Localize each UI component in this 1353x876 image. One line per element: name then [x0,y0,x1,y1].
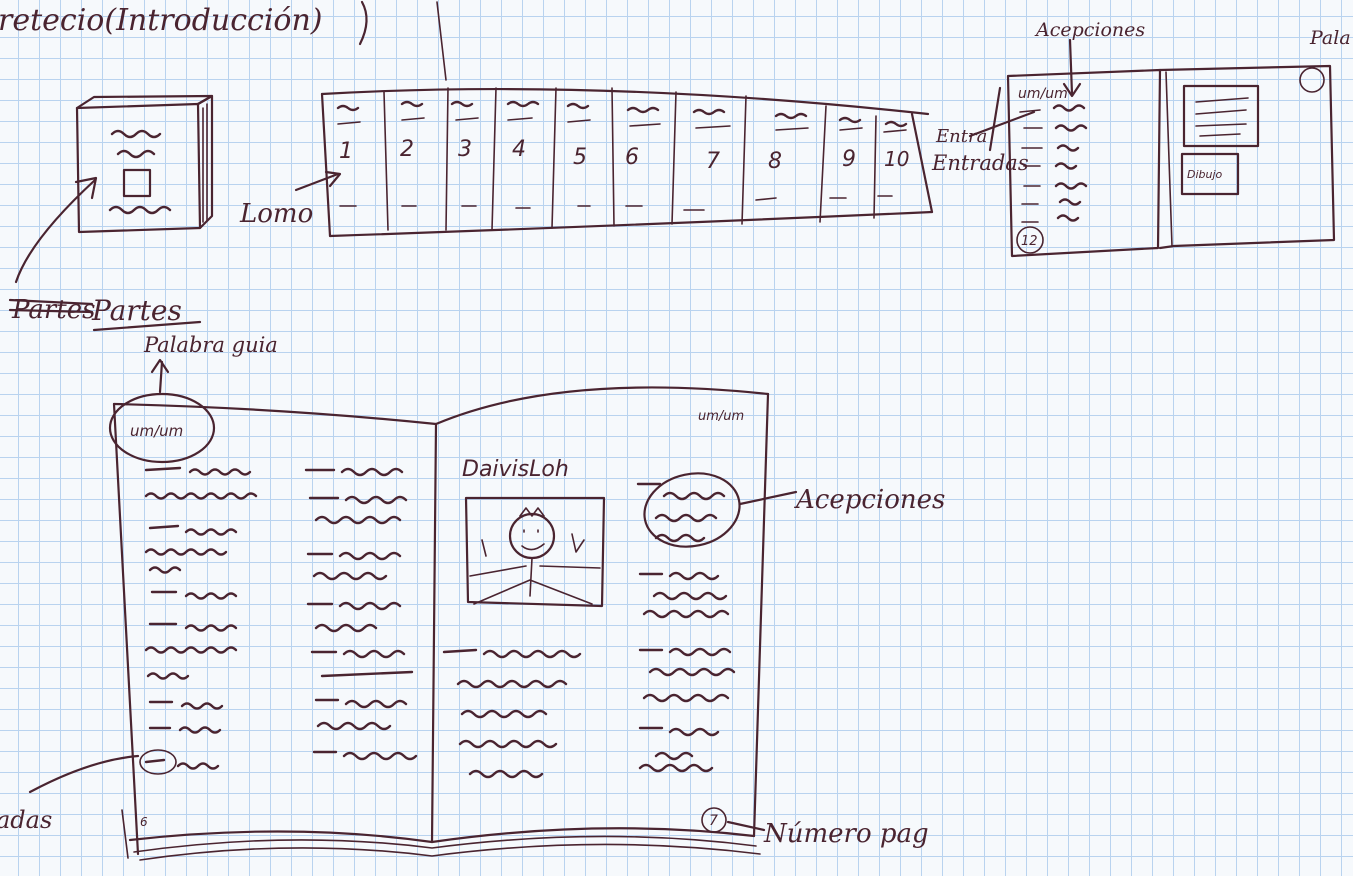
numero-pag-pointer [728,822,764,830]
page-number-left: 6 [140,815,148,829]
palabra-guia-arrow [160,362,162,392]
spine-number-5: 5 [573,145,587,170]
spine-number-7: 7 [706,149,720,174]
label-palabra-guia: Palabra guia [143,333,278,357]
entradas-bottom-pointer [30,756,138,792]
acepciones-pointer [740,492,796,504]
entradas-arrow [970,112,1034,136]
spine-number-2: 2 [400,137,414,162]
picture-title: DaivisLoh [462,457,569,482]
entradas-arrow-2 [990,88,1000,150]
spine-number-3: 3 [458,137,472,162]
title-introduccion: retecio(Introducción) [0,3,323,38]
spine-number-9: 9 [842,147,856,172]
spine-number-8: 8 [768,149,782,174]
label-entradas-bottom: adas [0,806,52,834]
lomo-arrow-line [296,174,338,190]
spine-number-10: 10 [884,147,909,171]
acepciones-top-arrow [1070,40,1072,94]
guide-word-left: um/um [130,422,183,440]
page-detail-drawing: um/um 12 Dibujo [1008,66,1334,256]
spine-number-1: 1 [339,139,353,164]
label-entradas-a: Entra [935,126,987,147]
label-numero-pag: Número pag [763,819,929,849]
label-lomo: Lomo [239,199,313,229]
label-acepciones-right: Acepciones [794,485,945,515]
label-partes: Partes [91,294,182,327]
open-book-drawing: um/um um/um DaivisLoh 6 7 [110,387,768,860]
title-bracket [360,2,367,44]
closed-book-drawing [77,96,212,232]
label-acepciones-top: Acepciones [1034,19,1145,41]
label-palabra-top: Pala [1309,27,1351,49]
palabra-guia-arrow-head [152,360,168,372]
guide-word-right: um/um [698,409,744,424]
spine-number-6: 6 [625,145,639,170]
page-detail-guide: um/um [1018,86,1068,102]
page-detail-figure-caption: Dibujo [1187,168,1223,181]
label-entradas-b: Entradas [931,151,1029,175]
page-detail-number: 12 [1021,234,1038,249]
page-number-right: 7 [709,813,718,829]
label-partes-group: Partes Partes [10,294,200,330]
title-pointer-line [437,2,446,80]
spine-number-4: 4 [512,137,526,162]
